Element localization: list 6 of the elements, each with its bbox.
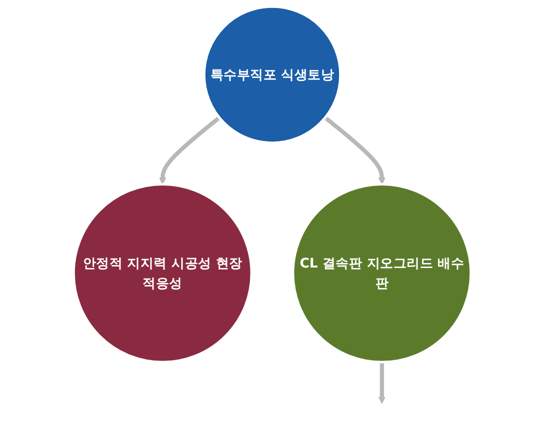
node-circle: 안정적 지지력 시공성 현장적응성	[72, 182, 254, 364]
node-circle: 특수부직포 식생토낭	[203, 5, 342, 144]
arrow	[159, 116, 221, 185]
arrow	[324, 116, 386, 185]
node-circle: CL 결속판 지오그리드 배수판	[292, 182, 472, 364]
arrow	[378, 362, 386, 404]
